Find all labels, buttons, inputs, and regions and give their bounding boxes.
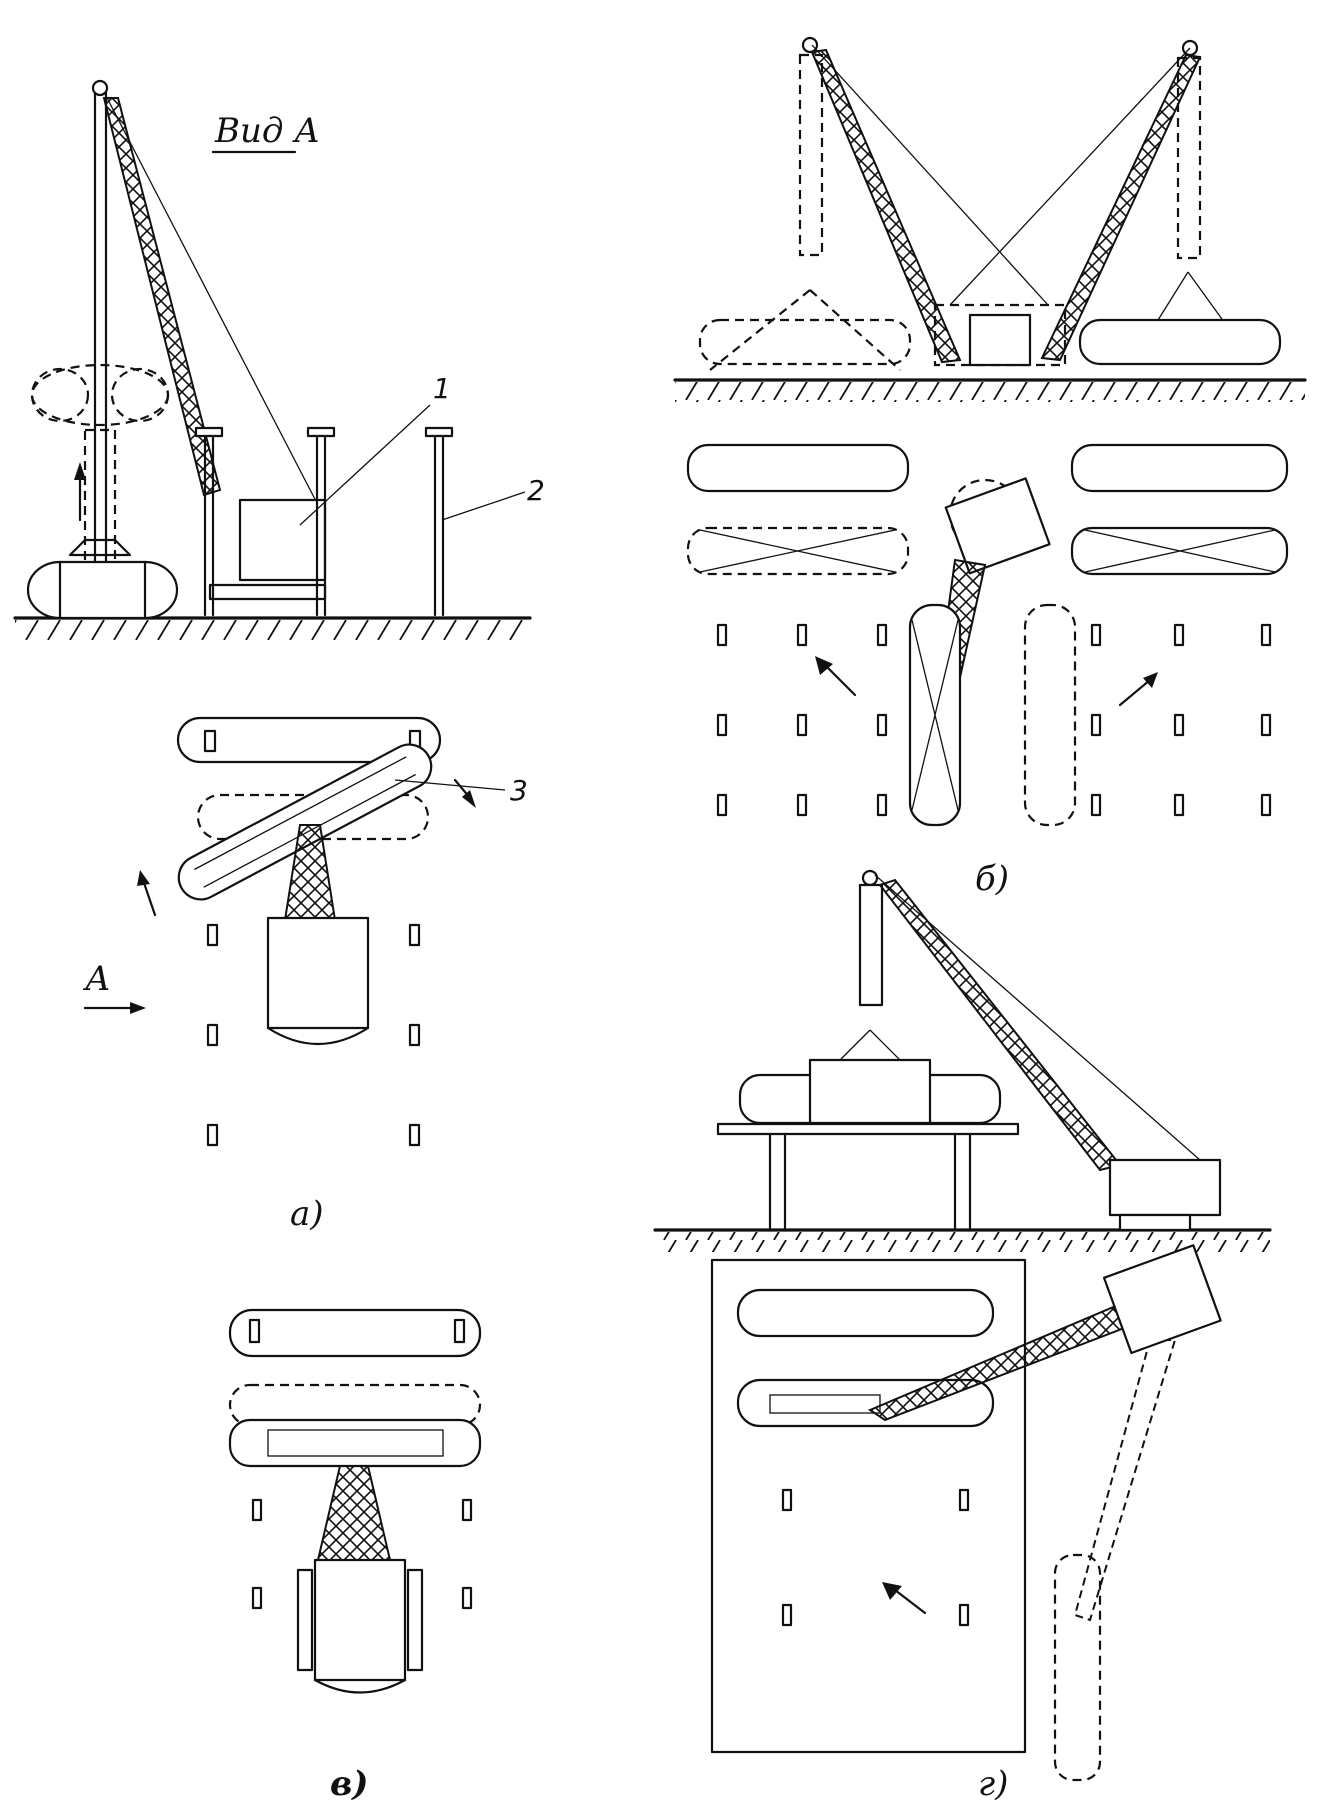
figure-b-label: б) xyxy=(975,859,1009,899)
figure-g-elevation xyxy=(653,869,1272,1252)
vessel-solid-b xyxy=(1078,318,1282,366)
figure-v-label: в) xyxy=(330,1764,368,1804)
crane-body-plan-v xyxy=(313,1558,407,1682)
callout-2: 2 xyxy=(527,474,545,507)
figure-a-plan: 3 А а) xyxy=(83,716,528,1234)
figure-b-plan xyxy=(686,443,1289,827)
vessel-dashed-b xyxy=(698,318,912,366)
vessel-top-a xyxy=(176,716,442,764)
mast-top-pulley xyxy=(91,79,109,97)
crane-boom-a xyxy=(102,97,222,497)
figure-g-label: г) xyxy=(978,1764,1008,1804)
callout-1: 1 xyxy=(433,372,451,405)
figure-a-elevation: Вид А 1 2 xyxy=(13,79,545,640)
figure-g-plan: г) xyxy=(710,1244,1222,1804)
support-post-2 xyxy=(424,426,454,438)
crane-boom-b-left xyxy=(810,48,962,364)
crane-boom-b-right xyxy=(1040,53,1202,362)
crane-body-a xyxy=(238,498,327,582)
ground-hatch-a xyxy=(15,620,530,640)
callout-3: 3 xyxy=(510,774,528,807)
crane-body-plan-g xyxy=(1102,1244,1222,1355)
figure-a-label: а) xyxy=(290,1194,324,1234)
crane-body-plan-a xyxy=(266,916,370,1030)
foundation-slab-g xyxy=(710,1258,1027,1754)
figure-b-elevation: б) xyxy=(673,36,1307,899)
crane-body-g xyxy=(1108,1158,1222,1217)
crane-body-plan-b xyxy=(944,477,1051,575)
arrow-a-label: А xyxy=(83,959,111,999)
figure-v-plan: в) xyxy=(228,1308,482,1804)
view-a-label: Вид А xyxy=(214,111,320,151)
